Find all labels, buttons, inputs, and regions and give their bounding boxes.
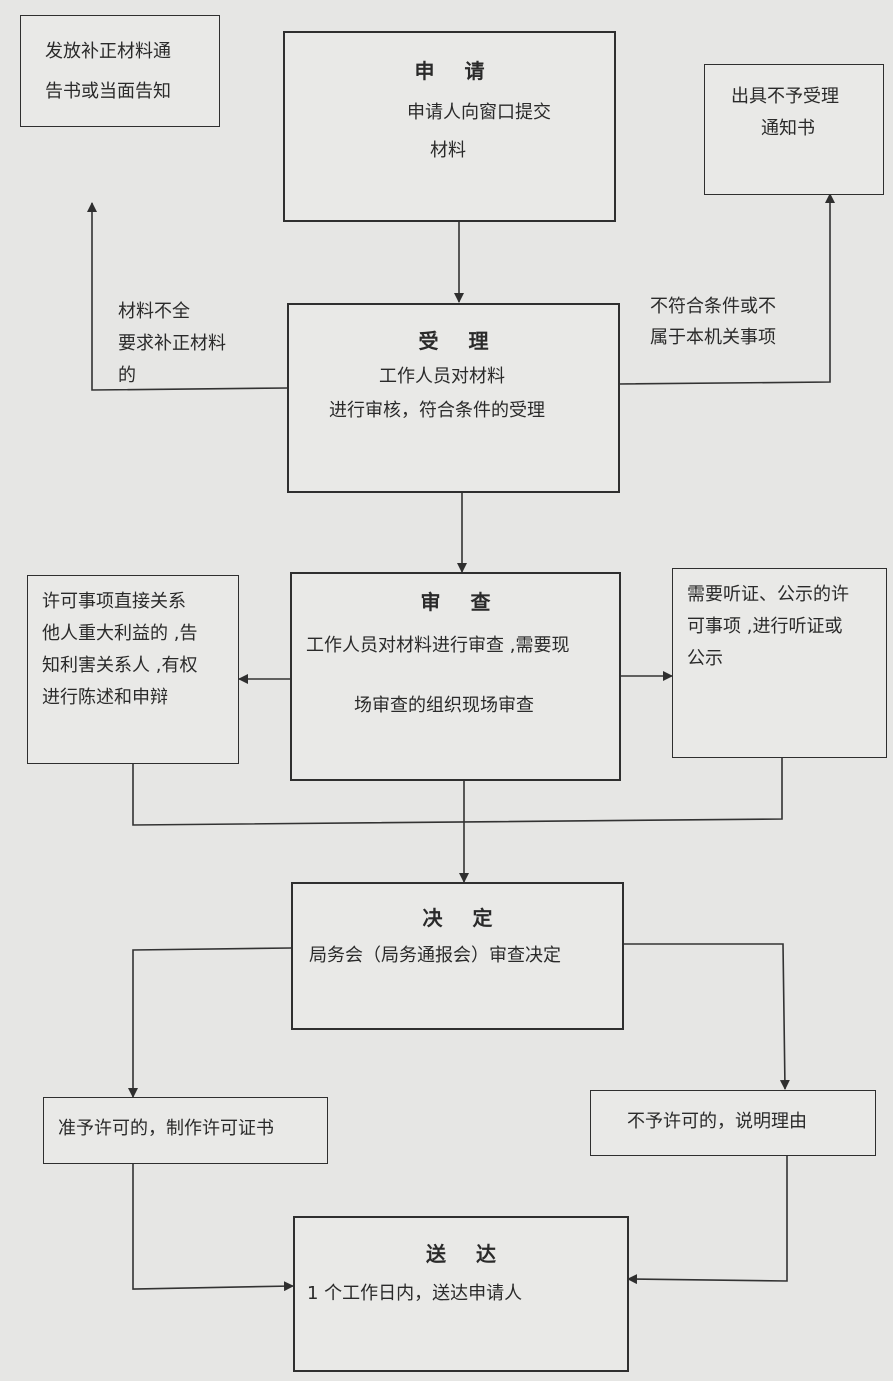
node-approve: 准予许可的，制作许可证书 (43, 1097, 328, 1164)
edge-label-incomplete-3: 的 (118, 365, 136, 386)
edge-stakeholder-merge (132, 757, 783, 826)
node-review-line-1: 工作人员对材料进行审查 ,需要现 (306, 635, 570, 656)
node-accept-title: 受理 (418, 329, 519, 353)
edge-decision-to-approve (128, 947, 292, 1098)
edge-deny-to-deliver (627, 1155, 788, 1285)
node-stakeholder-line-4: 进行陈述和申辩 (42, 687, 168, 708)
node-apply-title: 申请 (414, 59, 515, 83)
node-stakeholder-line-2: 他人重大利益的 ,告 (42, 623, 198, 644)
node-decision: 决定 局务会（局务通报会）审查决定 (291, 882, 624, 1030)
node-reject-notice-line-1: 出具不予受理 (731, 86, 839, 107)
node-review-line-2: 场审查的组织现场审查 (354, 695, 534, 716)
node-hearing: 需要听证、公示的许 可事项 ,进行听证或 公示 (672, 568, 887, 758)
edge-label-not-eligible-1: 不符合条件或不 (650, 296, 776, 317)
node-review-title: 审查 (420, 590, 521, 614)
edge-label-not-eligible-2: 属于本机关事项 (650, 327, 776, 348)
edge-decision-to-deny (624, 943, 790, 1090)
node-deliver-title: 送达 (426, 1242, 526, 1266)
node-accept-line-2: 进行审核，符合条件的受理 (329, 400, 545, 421)
node-hearing-line-3: 公示 (687, 648, 723, 669)
node-stakeholder: 许可事项直接关系 他人重大利益的 ,告 知利害关系人 ,有权 进行陈述和申辩 (27, 575, 239, 764)
node-reject-notice-line-2: 通知书 (761, 118, 815, 139)
node-reject-notice: 出具不予受理 通知书 (704, 64, 884, 195)
node-stakeholder-line-1: 许可事项直接关系 (42, 591, 186, 612)
node-deliver-line-1: 1 个工作日内，送达申请人 (307, 1283, 523, 1304)
node-review: 审查 工作人员对材料进行审查 ,需要现 场审查的组织现场审查 (290, 572, 621, 781)
node-stakeholder-line-3: 知利害关系人 ,有权 (42, 655, 198, 676)
node-deliver: 送达 1 个工作日内，送达申请人 (293, 1216, 629, 1372)
node-supplement-notice-line-1: 发放补正材料通 (45, 41, 171, 62)
edge-label-incomplete-1: 材料不全 (118, 301, 190, 322)
node-deny: 不予许可的，说明理由 (590, 1090, 876, 1156)
node-approve-line-1: 准予许可的，制作许可证书 (58, 1118, 274, 1139)
node-supplement-notice: 发放补正材料通 告书或当面告知 (20, 15, 220, 127)
edge-accept-to-reject (618, 193, 835, 385)
node-supplement-notice-line-2: 告书或当面告知 (45, 81, 171, 102)
node-hearing-line-2: 可事项 ,进行听证或 (687, 616, 843, 637)
edge-label-incomplete-2: 要求补正材料 (118, 333, 226, 354)
node-apply-line-1: 申请人向窗口提交 (407, 102, 551, 123)
edge-approve-to-deliver (132, 1161, 294, 1292)
node-deny-line-1: 不予许可的，说明理由 (627, 1111, 807, 1132)
edge-accept-to-supplement (87, 202, 289, 391)
node-apply: 申请 申请人向窗口提交 材料 (283, 31, 616, 222)
node-accept: 受理 工作人员对材料 进行审核，符合条件的受理 (287, 303, 620, 493)
node-decision-title: 决定 (422, 906, 523, 930)
node-accept-line-1: 工作人员对材料 (379, 366, 505, 387)
node-hearing-line-1: 需要听证、公示的许 (687, 584, 849, 605)
node-decision-line-1: 局务会（局务通报会）审查决定 (309, 945, 561, 966)
node-apply-line-2: 材料 (430, 140, 466, 161)
